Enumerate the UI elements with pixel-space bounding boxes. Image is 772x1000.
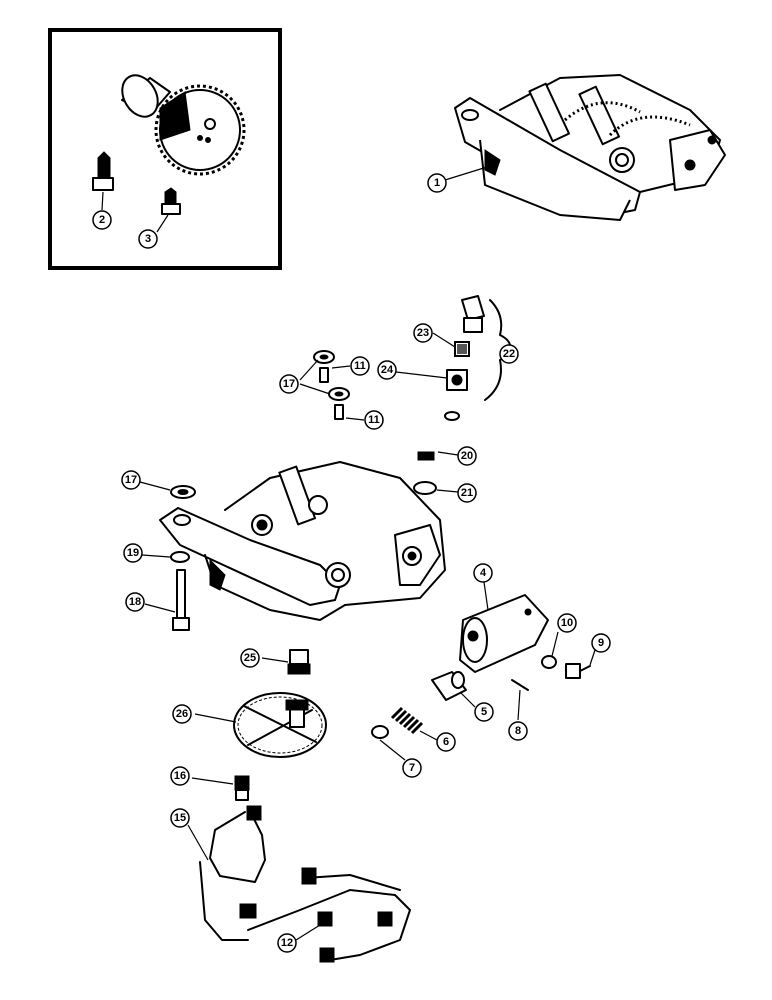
callout-12: 12 — [277, 933, 297, 953]
svg-text:6: 6 — [443, 736, 449, 748]
inset-box — [48, 28, 282, 270]
svg-text:2: 2 — [99, 214, 105, 226]
callout-23: 23 — [413, 323, 433, 343]
svg-text:17: 17 — [125, 474, 137, 486]
svg-text:22: 22 — [503, 348, 515, 360]
callout-19: 19 — [123, 543, 143, 563]
svg-text:18: 18 — [129, 596, 141, 608]
svg-text:24: 24 — [381, 364, 394, 376]
valve-body-4 — [459, 581, 549, 673]
callout-16: 16 — [170, 766, 190, 786]
dowel-and-washer-lower — [328, 387, 365, 421]
callout-17-left: 17 — [121, 470, 141, 490]
svg-text:19: 19 — [127, 547, 139, 559]
oil-line-15 — [187, 805, 411, 963]
fitting-16 — [191, 775, 250, 801]
shim-7 — [371, 725, 406, 761]
svg-text:11: 11 — [368, 414, 380, 426]
svg-text:3: 3 — [145, 233, 151, 245]
svg-text:12: 12 — [281, 937, 293, 949]
callout-15: 15 — [170, 808, 190, 828]
bolt-2 — [92, 151, 114, 211]
svg-text:25: 25 — [244, 652, 256, 664]
callout-24: 24 — [377, 360, 397, 380]
callout-10: 10 — [557, 613, 577, 633]
idler-gear — [121, 74, 246, 176]
svg-text:1: 1 — [434, 177, 440, 189]
elbow-12 — [295, 924, 321, 941]
callout-18: 18 — [125, 592, 145, 612]
bolt-18 — [144, 569, 190, 631]
svg-text:10: 10 — [561, 617, 573, 629]
plunger-5 — [431, 671, 476, 708]
svg-text:16: 16 — [174, 770, 186, 782]
callout-17-upper: 17 — [279, 374, 299, 394]
dowel-and-washer-upper — [313, 350, 351, 383]
callout-11-upper: 11 — [350, 356, 370, 376]
svg-text:7: 7 — [409, 762, 415, 774]
callout-7: 7 — [402, 758, 422, 778]
screen-26 — [194, 692, 327, 758]
washer-17-left — [139, 481, 196, 499]
callout-11-lower: 11 — [364, 410, 384, 430]
callout-5: 5 — [474, 702, 494, 722]
callouts: 1 2 3 11 11 17 23 24 22 20 21 17 19 18 4… — [92, 173, 611, 953]
svg-text:8: 8 — [515, 725, 521, 737]
callout-3: 3 — [138, 229, 158, 249]
tube-20 — [417, 411, 460, 461]
callout-22: 22 — [499, 344, 519, 364]
svg-text:5: 5 — [481, 706, 487, 718]
callout-26: 26 — [172, 704, 192, 724]
oil-pump-assembly — [444, 74, 726, 221]
svg-text:17: 17 — [283, 378, 295, 390]
callout-6: 6 — [436, 732, 456, 752]
callout-20: 20 — [457, 446, 477, 466]
svg-text:4: 4 — [480, 567, 487, 579]
bolt-9 — [565, 649, 596, 679]
svg-text:20: 20 — [461, 450, 473, 462]
cotter-pin-8 — [511, 679, 529, 721]
callout-4: 4 — [473, 563, 493, 583]
callout-21: 21 — [457, 483, 477, 503]
o-ring-21 — [413, 481, 459, 495]
svg-text:11: 11 — [354, 360, 366, 372]
nut-24 — [395, 369, 468, 391]
svg-text:21: 21 — [461, 487, 473, 499]
bolt-3 — [156, 187, 181, 233]
callout-8: 8 — [508, 721, 528, 741]
callout-25: 25 — [240, 648, 260, 668]
sleeve-23 — [432, 332, 470, 357]
pump-housing — [159, 461, 446, 621]
lockwasher-10 — [541, 631, 559, 669]
plug-25 — [261, 649, 311, 675]
svg-text:15: 15 — [174, 812, 186, 824]
svg-text:23: 23 — [417, 327, 429, 339]
spring-6 — [390, 706, 438, 741]
callout-1: 1 — [427, 173, 447, 193]
svg-text:9: 9 — [598, 637, 604, 649]
callout-2: 2 — [92, 210, 112, 230]
lockwasher-19 — [141, 551, 190, 563]
callout-9: 9 — [591, 633, 611, 653]
svg-text:26: 26 — [176, 708, 188, 720]
